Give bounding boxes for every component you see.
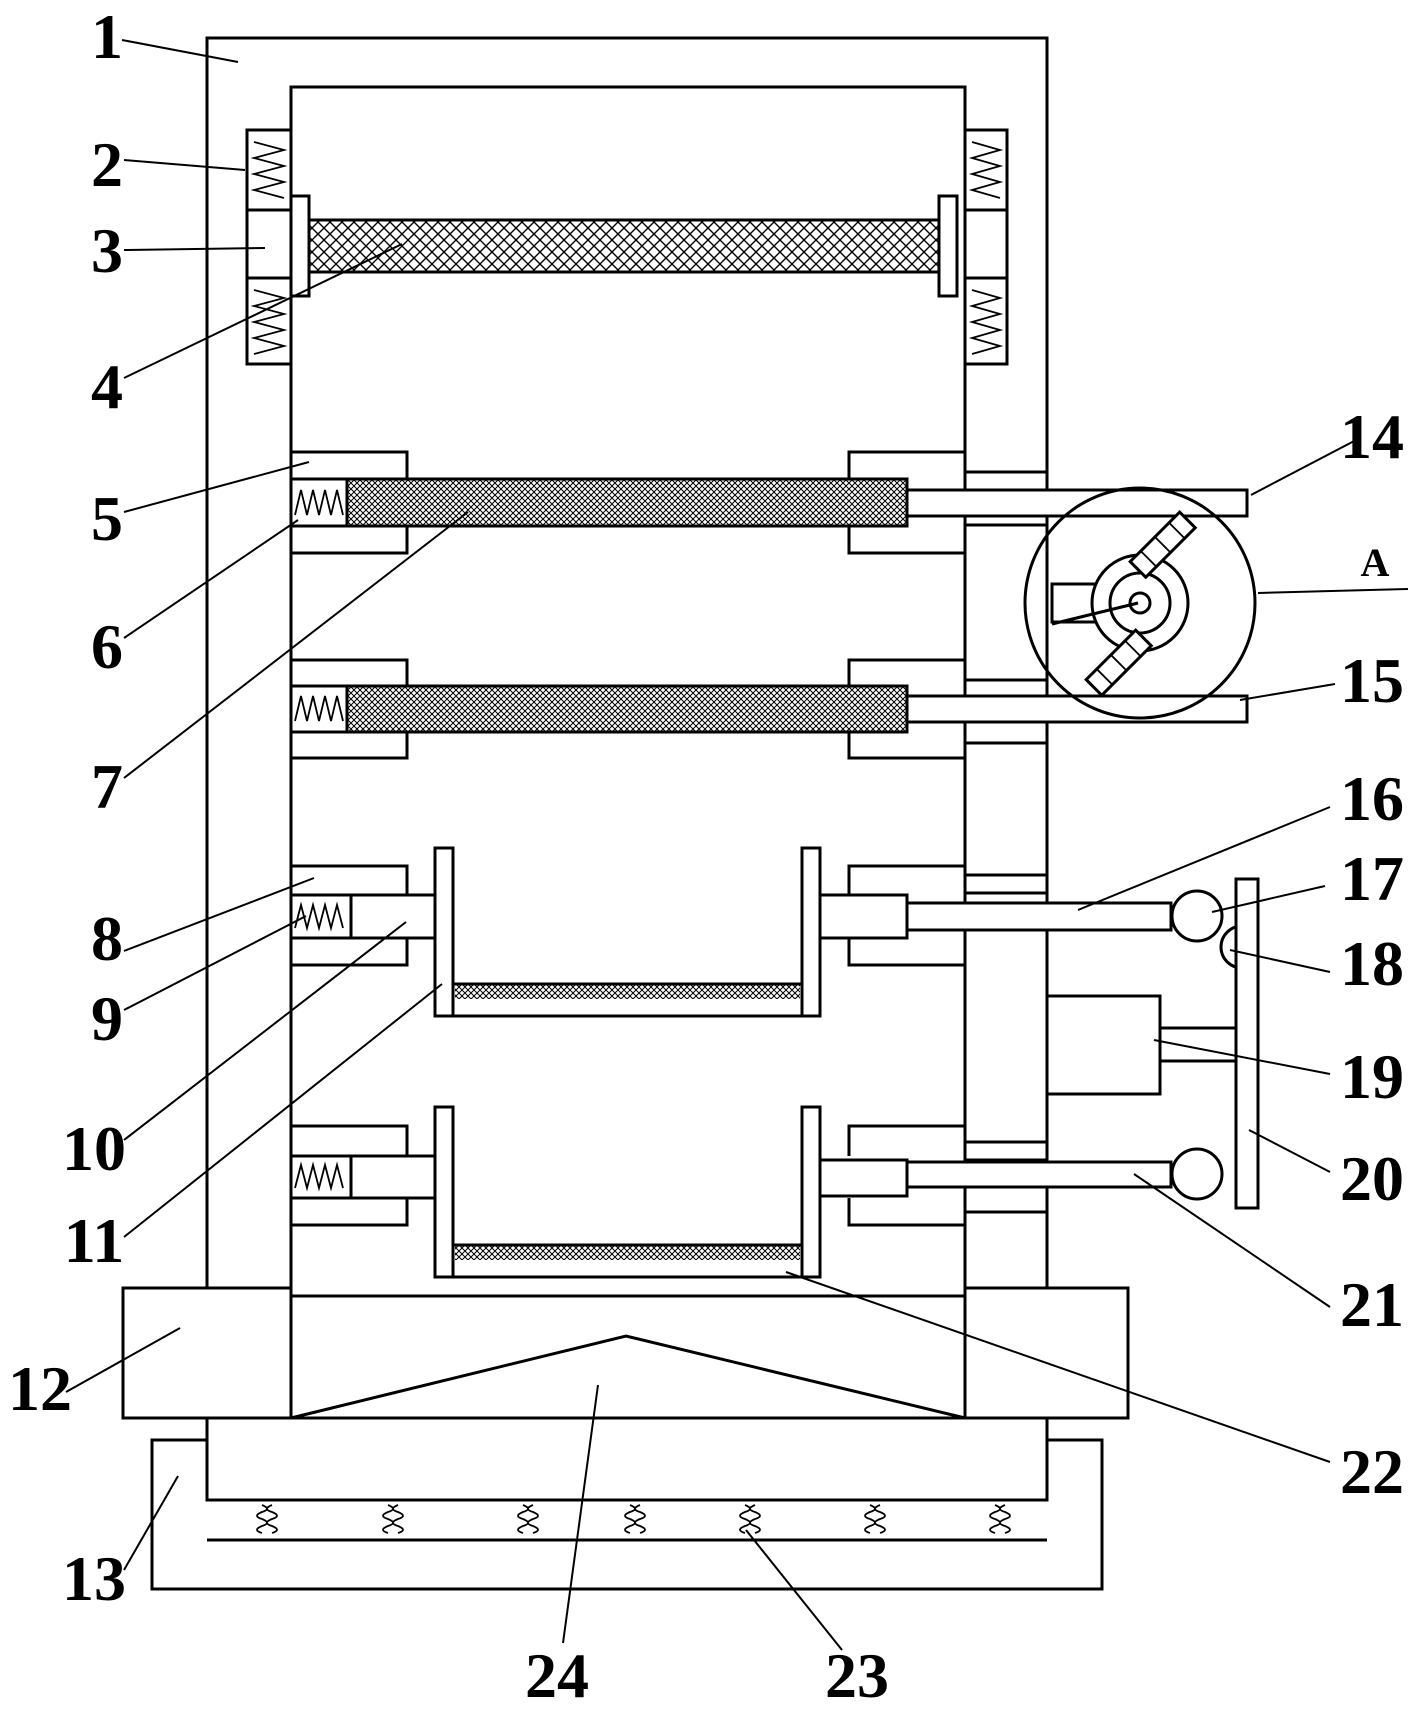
label-7: 7 [91,751,123,822]
label-10: 10 [62,1113,126,1184]
top-filter-screen [245,128,1009,366]
vibrating-tray-1 [289,846,1243,1018]
label-19: 19 [1340,1041,1404,1112]
label-12: 12 [8,1353,72,1424]
label-9: 9 [91,983,123,1054]
screen-layer-1 [289,450,1249,555]
label-23: 23 [825,1640,889,1711]
label-1: 1 [91,1,123,72]
label-2: 2 [91,129,123,200]
label-24: 24 [525,1640,589,1711]
label-17: 17 [1340,843,1404,914]
label-14: 14 [1340,401,1404,472]
label-15: 15 [1340,645,1404,716]
label-5: 5 [91,483,123,554]
label-a: A [1361,540,1390,585]
leader-lines [65,39,1409,1651]
label-18: 18 [1340,928,1404,999]
label-11: 11 [64,1205,124,1276]
motor-and-plate [1045,877,1260,1210]
label-6: 6 [91,611,123,682]
detail-a-drive [1023,486,1257,720]
label-8: 8 [91,903,123,974]
label-16: 16 [1340,763,1404,834]
part-labels: 1 2 3 4 5 6 7 8 9 10 11 12 13 14 15 16 1… [8,1,1404,1711]
right-guide-rail [965,470,1047,1214]
label-21: 21 [1340,1269,1404,1340]
label-13: 13 [62,1543,126,1614]
label-3: 3 [91,215,123,286]
screen-layer-2 [289,658,1249,760]
base-assembly [121,1286,1130,1591]
vibrating-tray-2 [289,1105,1224,1279]
label-22: 22 [1340,1436,1404,1507]
label-20: 20 [1340,1143,1404,1214]
label-4: 4 [91,351,123,422]
